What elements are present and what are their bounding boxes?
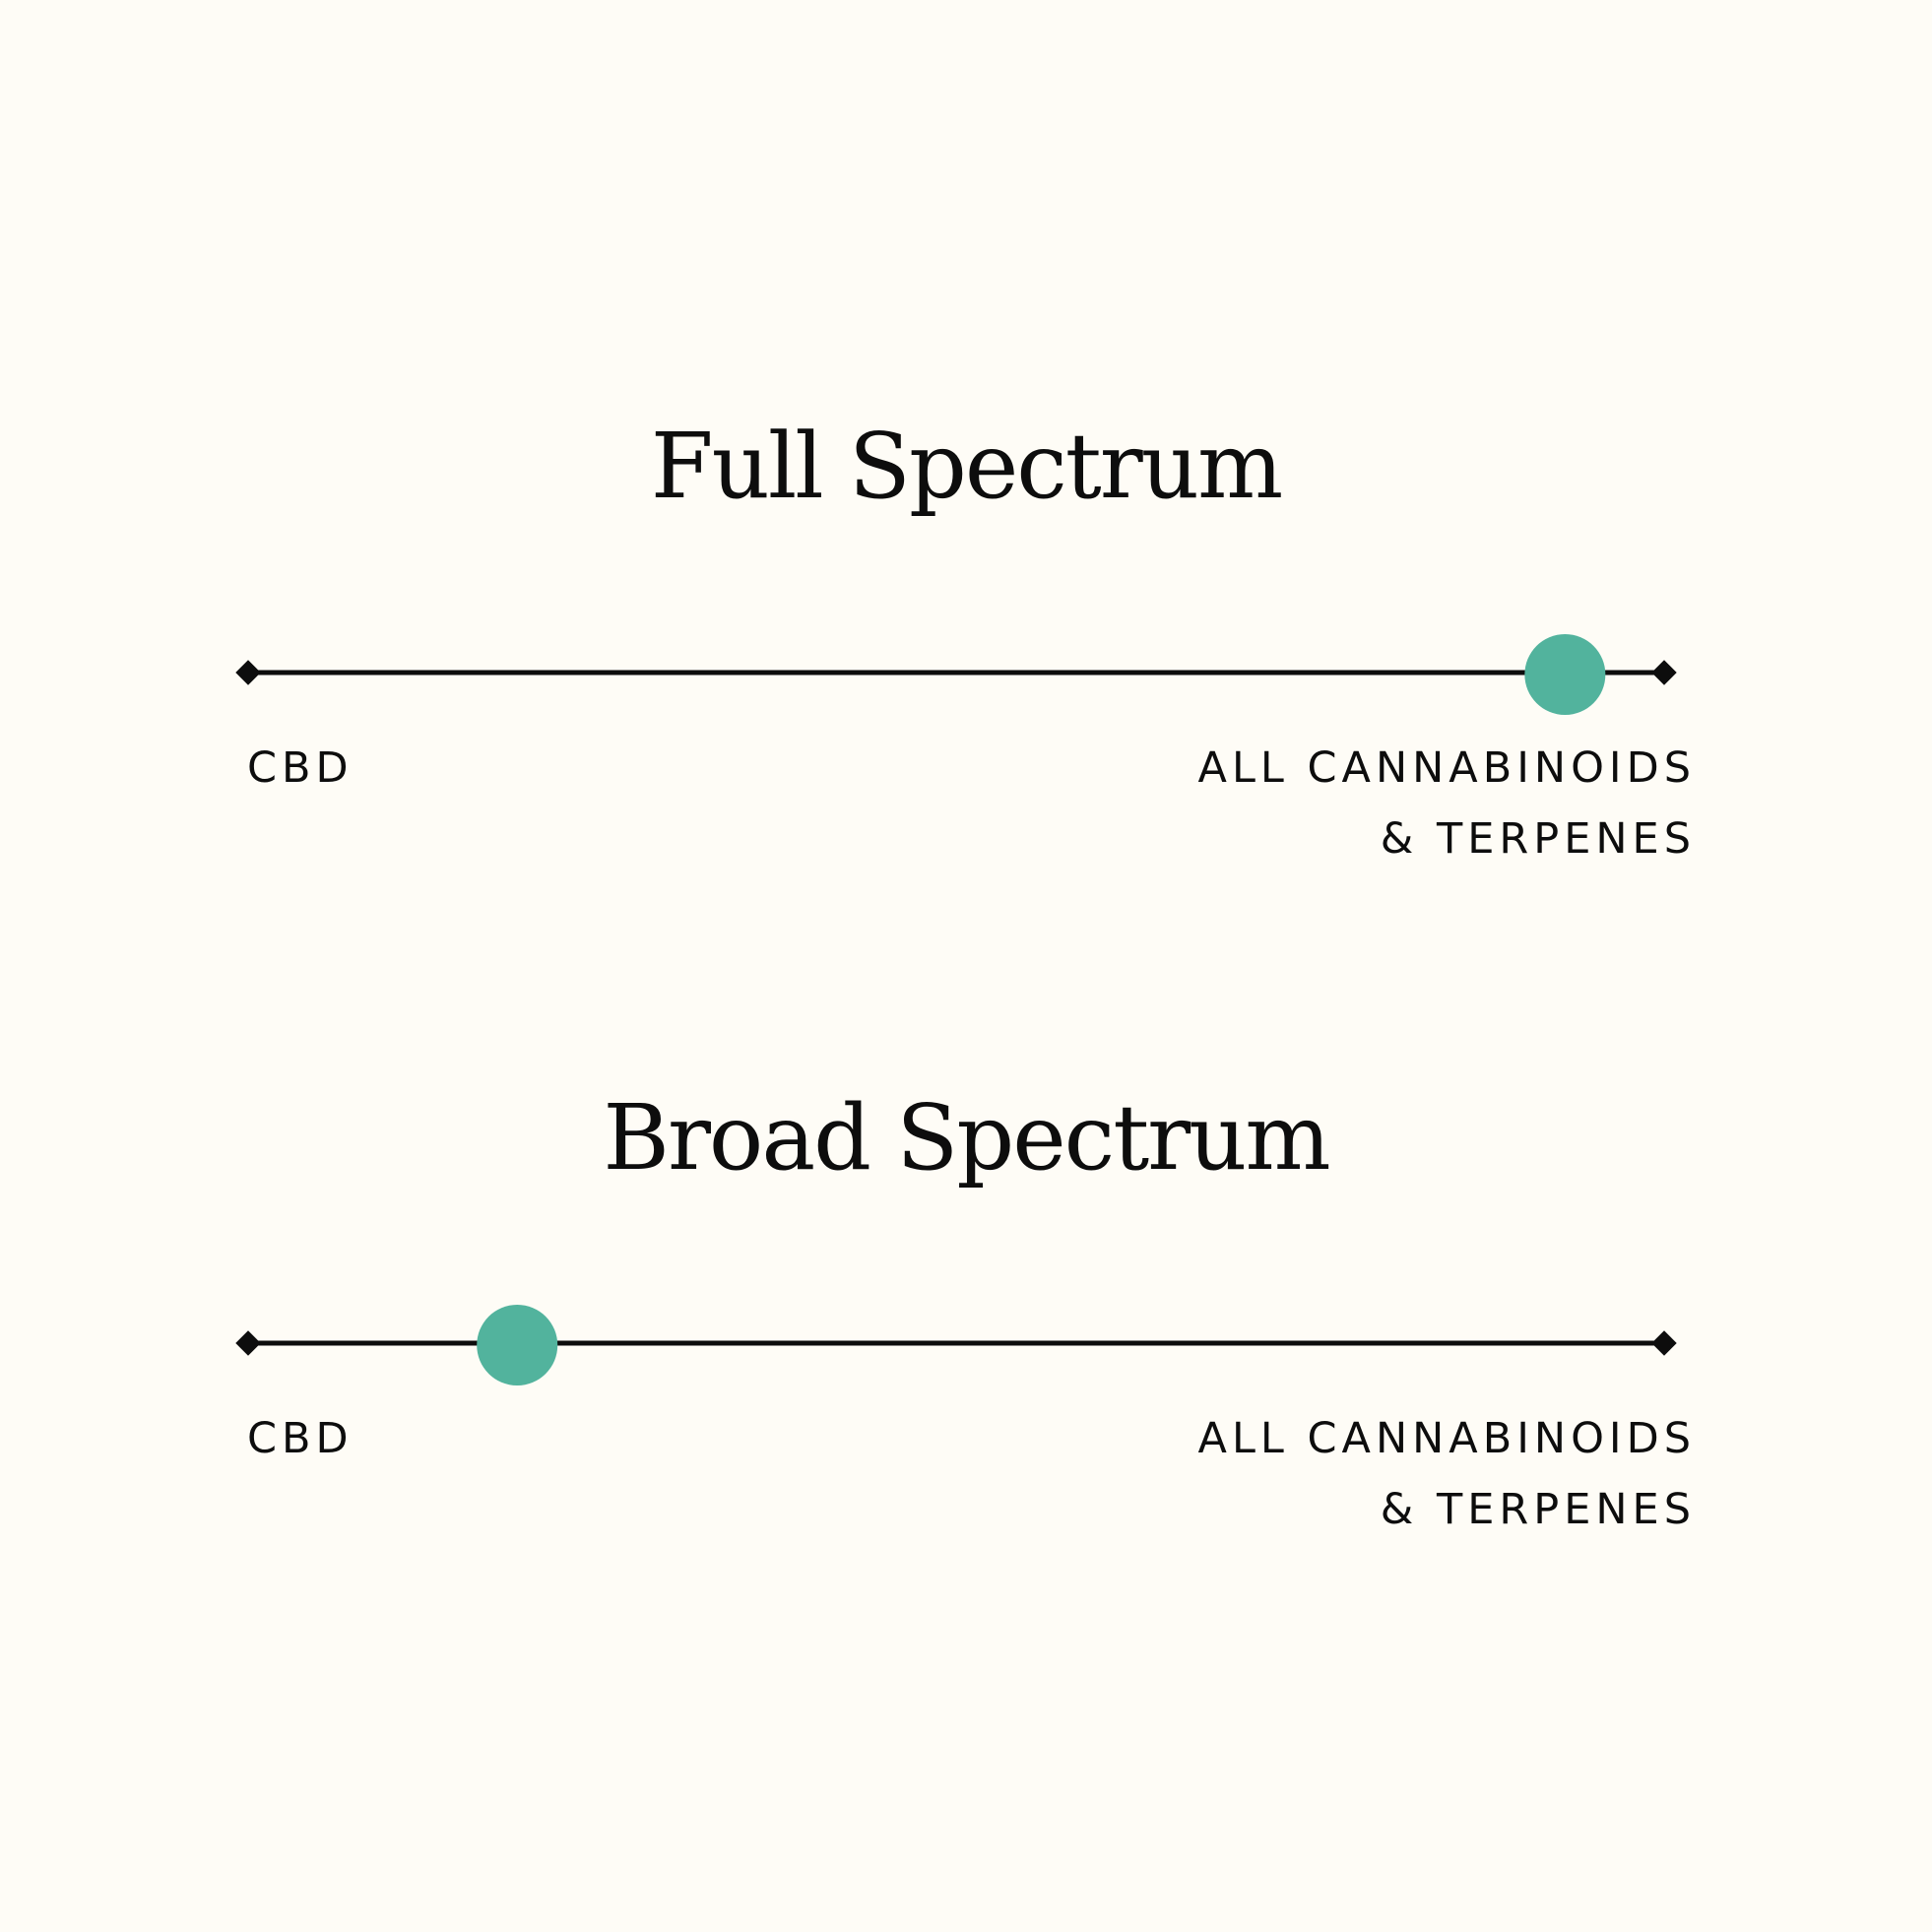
broad-spectrum-title: Broad Spectrum [603,1085,1330,1191]
spectrum-marker [477,1305,558,1385]
right-endpoint-diamond [1651,1330,1677,1356]
all-cannabinoids-terpenes-label: ALL CANNABINOIDS & TERPENES [1198,733,1696,874]
right-label-line1: ALL CANNABINOIDS [1197,1414,1696,1463]
right-label-line1: ALL CANNABINOIDS [1197,743,1696,793]
full-spectrum-title: Full Spectrum [650,414,1284,519]
spectrum-marker [1524,634,1606,715]
cbd-label: CBD [247,743,354,793]
all-cannabinoids-terpenes-label: ALL CANNABINOIDS & TERPENES [1198,1403,1696,1545]
right-label-line2: & TERPENES [1380,814,1696,864]
left-endpoint-diamond [235,1330,261,1356]
right-label-line2: & TERPENES [1380,1485,1696,1534]
cbd-label: CBD [247,1414,354,1463]
left-endpoint-diamond [235,660,261,685]
